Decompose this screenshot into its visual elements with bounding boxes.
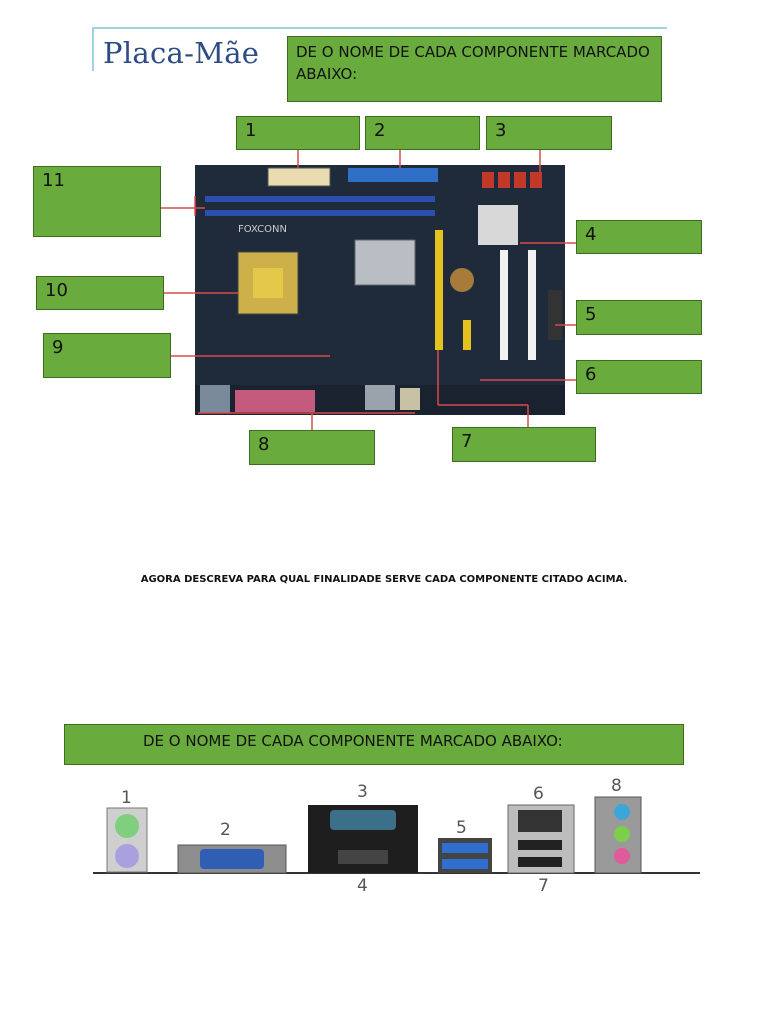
- sata-port: [482, 172, 494, 188]
- sata-port: [514, 172, 526, 188]
- atx-power-connector: [267, 167, 331, 187]
- pci-slot: [500, 250, 508, 360]
- cmos-battery: [450, 268, 474, 292]
- ps2-ports: [200, 385, 230, 413]
- ram-slot: [205, 196, 435, 202]
- page-title: Placa-Mãe: [103, 36, 260, 70]
- ide-connector: [348, 168, 438, 182]
- instruction-box-2: DE O NOME DE CADA COMPONENTE MARCADO ABA…: [64, 724, 684, 765]
- parallel-port: [235, 390, 315, 412]
- vga-port: [200, 849, 264, 869]
- description-instruction: AGORA DESCREVA PARA QUAL FINALIDADE SERV…: [140, 574, 628, 585]
- label-box-11[interactable]: 11: [33, 166, 161, 237]
- title-left-rule: [92, 27, 94, 71]
- ps2-mouse-port: [115, 814, 139, 838]
- floppy-connector: [548, 290, 562, 340]
- pointer-lines: [160, 150, 576, 430]
- label-box-3[interactable]: 3: [486, 116, 612, 150]
- label-box-5[interactable]: 5: [576, 300, 702, 335]
- port-number-4: 4: [357, 876, 368, 896]
- lan-usb-stack: [365, 385, 395, 410]
- label-box-2[interactable]: 2: [365, 116, 480, 150]
- usb-port: [518, 840, 562, 850]
- usb-port: [518, 857, 562, 867]
- vrm-heatsink: [478, 205, 518, 245]
- cpu-socket-cover: [253, 268, 283, 298]
- pcie-x16-slot: [435, 230, 443, 350]
- rj45-port: [518, 810, 562, 832]
- instruction-box-1: DE O NOME DE CADA COMPONENTE MARCADO ABA…: [287, 36, 662, 102]
- pci-slot: [528, 250, 536, 360]
- sata-port: [498, 172, 510, 188]
- pcie-x1-slot: [463, 320, 471, 350]
- port-number-3: 3: [357, 782, 368, 802]
- audio-line-out: [614, 826, 630, 842]
- label-box-7[interactable]: 7: [452, 427, 596, 462]
- label-box-10[interactable]: 10: [36, 276, 164, 310]
- port-number-5: 5: [456, 818, 467, 838]
- label-box-6[interactable]: 6: [576, 360, 702, 394]
- sata-port: [530, 172, 542, 188]
- label-box-9[interactable]: 9: [43, 333, 171, 378]
- hdmi-port: [338, 850, 388, 864]
- audio-jacks: [400, 388, 420, 410]
- port-number-7: 7: [538, 876, 549, 896]
- ram-slot: [205, 210, 435, 216]
- serial-port: [330, 810, 396, 830]
- chipset-heatsink: [354, 239, 416, 286]
- usb3-port: [442, 859, 488, 869]
- audio-line-in: [614, 804, 630, 820]
- label-box-8[interactable]: 8: [249, 430, 375, 465]
- label-box-1[interactable]: 1: [236, 116, 360, 150]
- port-number-1: 1: [121, 788, 132, 808]
- ps2-keyboard-port: [115, 844, 139, 868]
- label-box-4[interactable]: 4: [576, 220, 702, 254]
- port-number-6: 6: [533, 784, 544, 804]
- port-number-8: 8: [611, 776, 622, 796]
- usb3-port: [442, 843, 488, 853]
- port-number-2: 2: [220, 820, 231, 840]
- audio-mic: [614, 848, 630, 864]
- board-brand-text: FOXCONN: [238, 224, 287, 235]
- title-rule: [92, 27, 667, 29]
